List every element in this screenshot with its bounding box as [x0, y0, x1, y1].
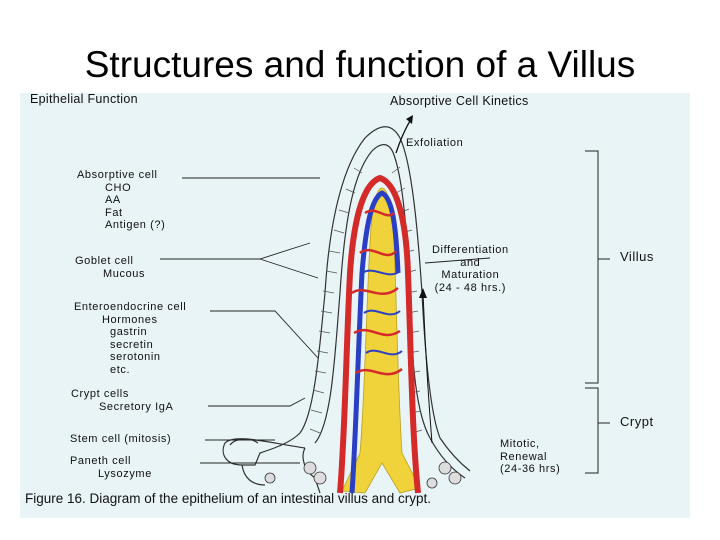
slide-title: Structures and function of a Villus	[0, 44, 720, 86]
differentiation-line-4: (24 - 48 hrs.)	[432, 282, 509, 295]
enteroendocrine-hormones: Hormones	[74, 314, 186, 327]
hormone-secretin: secretin	[74, 339, 186, 352]
crypt-region-label: Crypt	[620, 416, 654, 429]
mitotic-line-3: (24-36 hrs)	[500, 463, 560, 476]
enteroendocrine-title: Enteroendocrine cell	[74, 301, 186, 314]
goblet-cell-label: Goblet cell Mucous	[75, 255, 145, 280]
hormone-serotonin: serotonin	[74, 351, 186, 364]
enteroendocrine-cell-label: Enteroendocrine cell Hormones gastrin se…	[74, 301, 186, 376]
migration-arrowhead	[419, 288, 427, 298]
exfoliation-label: Exfoliation	[406, 137, 463, 150]
paneth-cell-label: Paneth cell Lysozyme	[70, 455, 152, 480]
absorptive-item-fat: Fat	[77, 207, 165, 220]
differentiation-label: Differentiation and Maturation (24 - 48 …	[432, 244, 509, 294]
goblet-cell-title: Goblet cell	[75, 255, 145, 268]
header-cell-kinetics: Absorptive Cell Kinetics	[390, 95, 529, 108]
differentiation-line-2: and	[432, 257, 509, 270]
mitotic-line-2: Renewal	[500, 451, 560, 464]
differentiation-line-3: Maturation	[432, 269, 509, 282]
absorptive-item-antigen: Antigen (?)	[77, 219, 165, 232]
mitotic-renewal-label: Mitotic, Renewal (24-36 hrs)	[500, 438, 560, 476]
hormone-gastrin: gastrin	[74, 326, 186, 339]
header-epithelial-function: Epithelial Function	[30, 93, 138, 106]
crypt-cells-label: Crypt cells Secretory IgA	[71, 388, 173, 413]
hormone-etc: etc.	[74, 364, 186, 377]
villus-region-label: Villus	[620, 251, 654, 264]
crypt-cells-title: Crypt cells	[71, 388, 173, 401]
absorptive-item-aa: AA	[77, 194, 165, 207]
goblet-item-mucous: Mucous	[75, 268, 145, 281]
crypt-cells-iga: Secretory IgA	[71, 401, 173, 414]
paneth-item-lysozyme: Lysozyme	[70, 468, 152, 481]
absorptive-cell-label: Absorptive cell CHO AA Fat Antigen (?)	[77, 169, 165, 232]
paneth-cell-title: Paneth cell	[70, 455, 152, 468]
absorptive-item-cho: CHO	[77, 182, 165, 195]
figure-caption: Figure 16. Diagram of the epithelium of …	[25, 491, 431, 506]
absorptive-cell-title: Absorptive cell	[77, 169, 165, 182]
stem-cell-label: Stem cell (mitosis)	[70, 433, 171, 446]
region-brackets	[585, 151, 610, 473]
villus-diagram: Epithelial Function Absorptive Cell Kine…	[20, 93, 690, 518]
differentiation-line-1: Differentiation	[432, 244, 509, 257]
mitotic-line-1: Mitotic,	[500, 438, 560, 451]
